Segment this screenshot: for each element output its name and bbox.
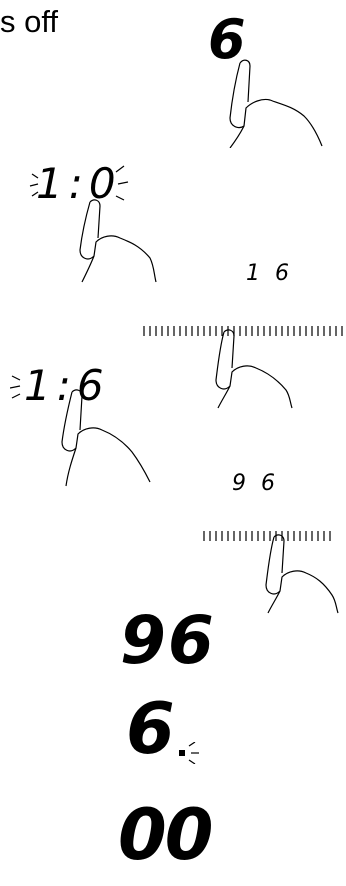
pointing-finger-icon	[200, 8, 330, 148]
step2-slider-value: 1 6	[246, 262, 293, 286]
instruction-text: s off	[0, 4, 58, 40]
step2-illustration: 1:0	[28, 158, 158, 288]
step2-slider	[140, 320, 346, 410]
step6-display: 00	[118, 800, 211, 870]
pointing-finger-icon	[28, 158, 158, 288]
step3-slider	[200, 525, 340, 615]
step3-slider-value: 9 6	[232, 472, 279, 496]
indicator-dot-icon	[175, 742, 205, 764]
step1-illustration: 6	[200, 8, 330, 148]
step3-illustration: 1:6	[10, 362, 160, 492]
touch-slider-icon	[200, 525, 340, 615]
touch-slider-icon	[140, 320, 346, 410]
step5-display: 6	[126, 694, 177, 764]
pointing-finger-icon	[10, 362, 160, 492]
step4-display: 96	[120, 608, 216, 674]
